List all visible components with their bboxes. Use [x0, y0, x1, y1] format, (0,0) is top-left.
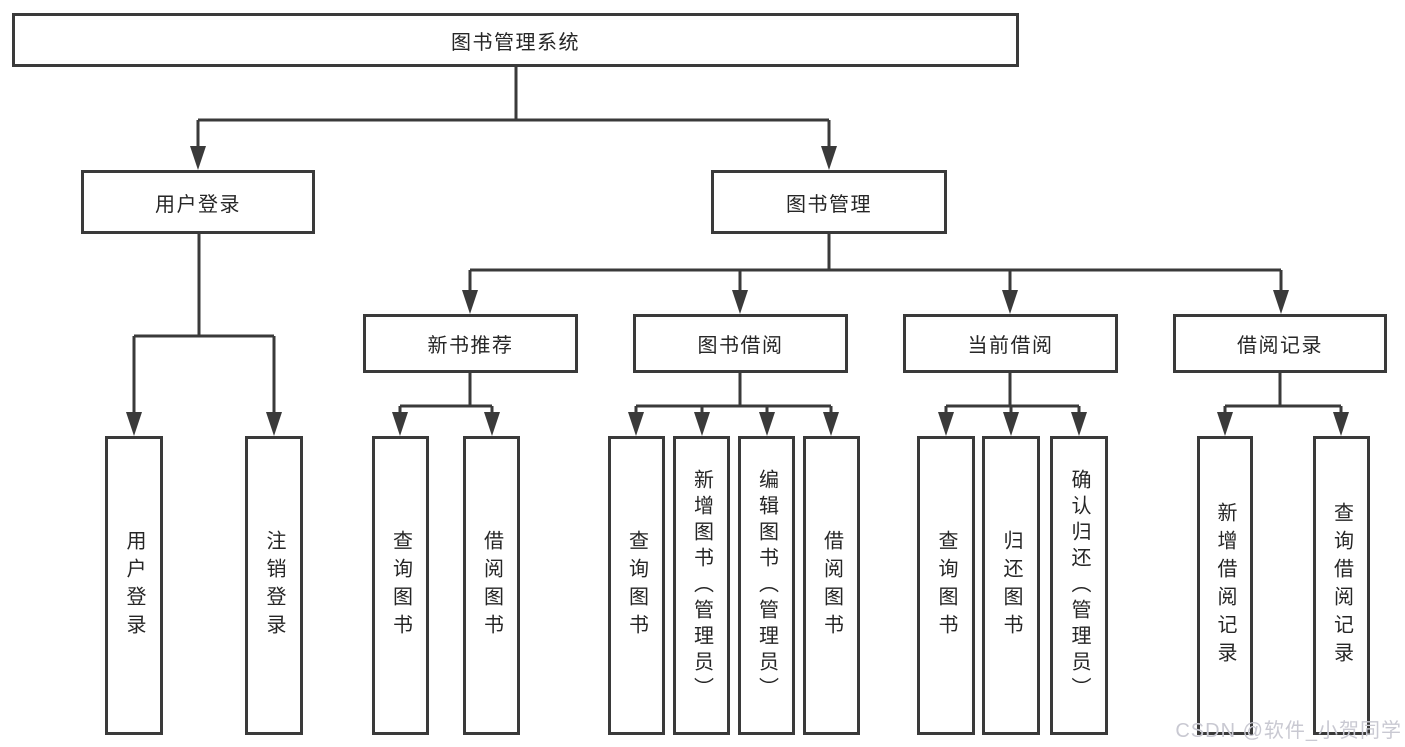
node-leaf-query-book-current: 查询图书: [917, 436, 975, 735]
node-label: 借阅图书: [480, 529, 503, 642]
connector-book-mgmt-branch: [468, 234, 1283, 292]
node-label: 查询图书: [625, 529, 648, 642]
node-leaf-query-book-borrow: 查询图书: [608, 436, 665, 735]
arrow-icon: [759, 412, 775, 436]
connector-current-borrow-branch: [944, 373, 1081, 414]
connector-user-login-branch: [132, 234, 276, 414]
node-label: 新增图书（管理员）: [690, 468, 713, 703]
arrow-icon: [266, 412, 282, 436]
connector-new-book-branch: [398, 373, 494, 414]
node-label: 图书管理: [786, 193, 872, 216]
node-leaf-add-borrow-record: 新增借阅记录: [1197, 436, 1253, 735]
node-label: 当前借阅: [967, 335, 1054, 357]
node-borrow-records: 借阅记录: [1173, 314, 1387, 373]
node-label: 归还图书: [1000, 529, 1022, 642]
arrow-icon: [823, 412, 839, 436]
node-label: 图书借阅: [697, 335, 784, 357]
node-label: 用户登录: [155, 193, 241, 216]
node-leaf-borrow-book-recommend: 借阅图书: [463, 436, 520, 735]
node-current-borrow: 当前借阅: [903, 314, 1118, 373]
arrow-icon: [190, 146, 206, 170]
node-label: 注销登录: [263, 529, 285, 642]
arrow-icon: [1002, 290, 1018, 314]
node-book-management: 图书管理: [711, 170, 947, 234]
arrow-icon: [126, 412, 142, 436]
node-label: 查询图书: [389, 529, 412, 642]
arrow-icon: [821, 146, 837, 170]
node-leaf-borrow-book: 借阅图书: [803, 436, 860, 735]
node-leaf-query-borrow-record: 查询借阅记录: [1313, 436, 1370, 735]
node-user-login: 用户登录: [81, 170, 315, 234]
node-label: 新书推荐: [427, 335, 514, 357]
node-label: 查询图书: [935, 529, 957, 642]
node-leaf-add-book-admin: 新增图书（管理员）: [673, 436, 730, 735]
arrow-icon: [484, 412, 500, 436]
node-label: 编辑图书（管理员）: [755, 468, 778, 703]
csdn-watermark: CSDN @软件_小贺同学: [1175, 720, 1402, 742]
node-label: 借阅图书: [820, 529, 843, 642]
node-label: 新增借阅记录: [1214, 501, 1236, 670]
node-leaf-confirm-return-admin: 确认归还（管理员）: [1050, 436, 1108, 735]
arrow-icon: [732, 290, 748, 314]
node-book-borrow: 图书借阅: [633, 314, 848, 373]
node-label: 借阅记录: [1237, 335, 1323, 357]
node-label: 查询借阅记录: [1330, 501, 1353, 670]
arrow-icon: [392, 412, 408, 436]
node-label: 确认归还（管理员）: [1068, 468, 1090, 703]
arrow-icon: [694, 412, 710, 436]
arrow-icon: [1217, 412, 1233, 436]
arrow-icon: [1003, 412, 1019, 436]
arrow-icon: [938, 412, 954, 436]
node-leaf-logout: 注销登录: [245, 436, 303, 735]
node-leaf-user-login: 用户登录: [105, 436, 163, 735]
arrow-icon: [1273, 290, 1289, 314]
node-new-book-recommend: 新书推荐: [363, 314, 578, 373]
node-leaf-query-book-recommend: 查询图书: [372, 436, 429, 735]
connector-root-to-level2: [196, 67, 831, 148]
node-leaf-edit-book-admin: 编辑图书（管理员）: [738, 436, 795, 735]
node-leaf-return-book: 归还图书: [982, 436, 1040, 735]
node-label: 图书管理系统: [451, 31, 580, 54]
arrow-icon: [1071, 412, 1087, 436]
arrow-icon: [1333, 412, 1349, 436]
arrow-icon: [462, 290, 478, 314]
connector-borrow-records-branch: [1223, 373, 1343, 414]
node-library-management-system: 图书管理系统: [12, 13, 1019, 67]
node-label: 用户登录: [123, 529, 145, 642]
connector-book-borrow-branch: [634, 373, 833, 414]
arrow-icon: [628, 412, 644, 436]
